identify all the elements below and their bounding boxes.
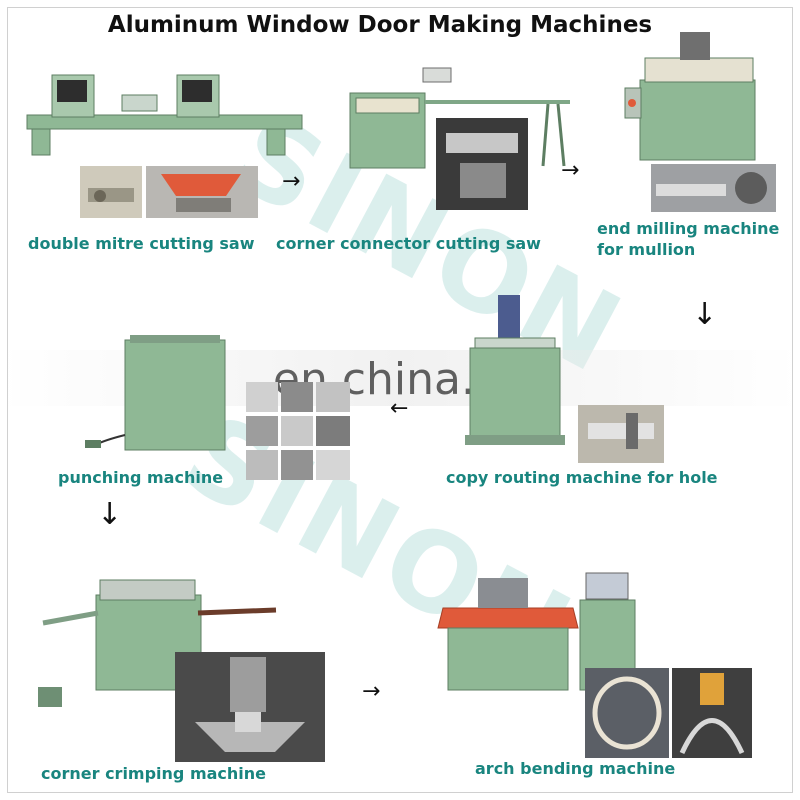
- punch-die-photo-grid: [246, 382, 350, 480]
- copy-routing-machine-image: [465, 295, 565, 445]
- step-label-end-milling-machine-for-mullion: end milling machine for mullion: [597, 219, 780, 259]
- arrow-step4-to-step5: ←: [390, 396, 409, 421]
- arrow-step3-down: ↓: [692, 297, 718, 332]
- step-label-arch-bending-machine: arch bending machine: [475, 759, 676, 778]
- step-label-copy-routing-machine-for-hole: copy routing machine for hole: [446, 468, 718, 487]
- diagram-title: Aluminum Window Door Making Machines: [107, 12, 653, 38]
- arch-bending-photo-2: [672, 668, 752, 758]
- arrow-step6-to-step7: →: [362, 679, 381, 704]
- corner-crimping-machine-image: [38, 579, 277, 707]
- routing-detail-photo: [578, 405, 664, 463]
- corner-connector-saw-machine-image: [349, 67, 570, 169]
- crimping-detail-photo: [175, 652, 325, 762]
- connector-saw-detail-photo: [436, 118, 528, 210]
- step-label-double-mitre-cutting-saw: double mitre cutting saw: [28, 234, 255, 253]
- saw-detail-photo-2: [146, 166, 258, 218]
- step-label-punching-machine: punching machine: [58, 468, 224, 487]
- saw-detail-photo-1: [80, 166, 142, 218]
- arrow-step2-to-step3: →: [561, 158, 580, 183]
- arrow-step5-down: ↓: [97, 497, 123, 532]
- arch-bending-photo-1: [585, 668, 669, 758]
- end-milling-machine-image: [624, 32, 756, 161]
- punching-machine-image: [85, 335, 226, 451]
- step-label-corner-crimping-machine: corner crimping machine: [41, 764, 267, 783]
- end-milling-detail-photo: [651, 164, 776, 212]
- step-label-corner-connector-cutting-saw: corner connector cutting saw: [276, 234, 541, 253]
- double-mitre-saw-machine-image: [26, 74, 303, 156]
- arrow-step1-to-step2: →: [282, 169, 301, 194]
